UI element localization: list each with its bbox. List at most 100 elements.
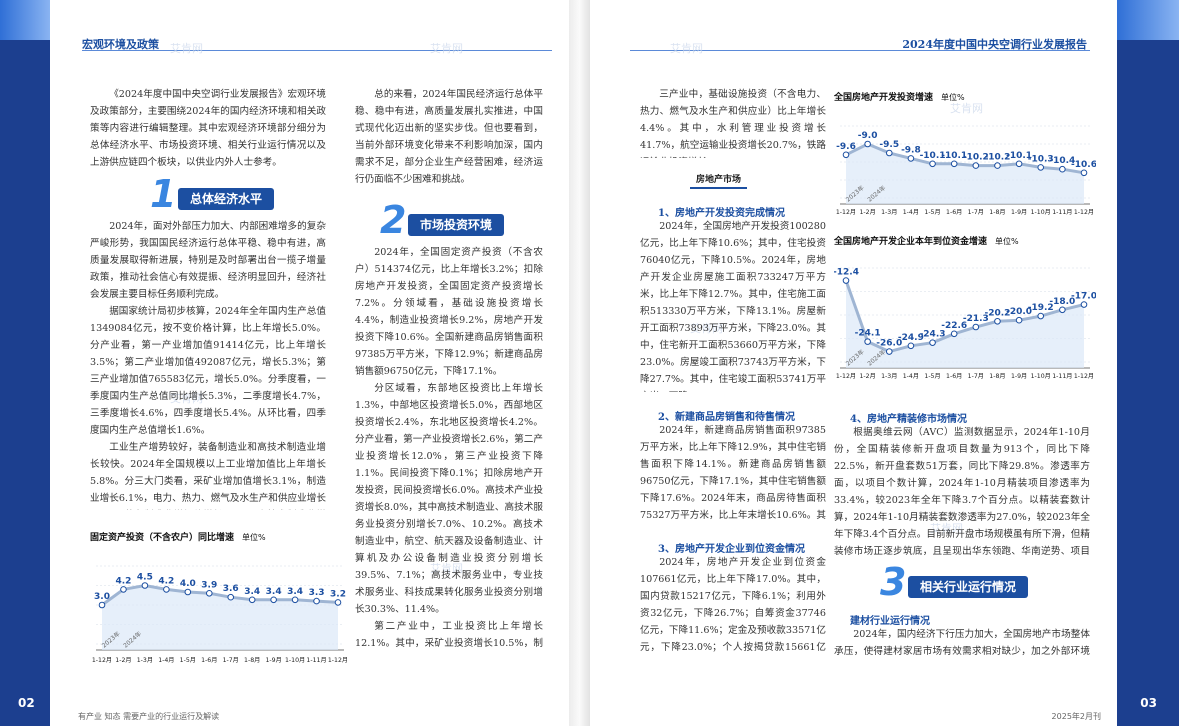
- page-number-right: 03: [1140, 696, 1157, 710]
- data-point: [270, 596, 277, 604]
- page-number-left: 02: [18, 696, 35, 710]
- data-label: -24.9: [898, 333, 924, 343]
- data-label: 3.9: [201, 580, 217, 590]
- watermark: 艾肯网: [430, 42, 463, 55]
- series-line: [844, 280, 1085, 354]
- data-label: 3.4: [287, 587, 303, 597]
- data-point: [885, 348, 893, 355]
- x-tick-label: 1-11月: [306, 657, 326, 664]
- x-tick-label: 1-5月: [924, 209, 940, 216]
- data-point: [120, 586, 127, 593]
- data-point: [972, 323, 980, 331]
- x-tick-label: 1-3月: [881, 373, 897, 380]
- x-tick-label: 1-12月: [836, 373, 856, 380]
- data-label: -17.0: [1071, 292, 1096, 302]
- data-label: -24.1: [855, 329, 881, 339]
- left-corner-decoration: [0, 0, 50, 40]
- section-1-heading: 1 总体经济水平: [150, 172, 320, 216]
- x-tick-label: 1-9月: [265, 657, 281, 664]
- data-point: [1037, 312, 1045, 320]
- right-corner-decoration: [1117, 0, 1179, 40]
- data-label: -20.2: [984, 308, 1010, 318]
- data-point: [248, 596, 256, 604]
- data-point: [842, 151, 850, 159]
- x-tick-label: 1-9月: [1011, 373, 1027, 380]
- funds-text: 2024年，房地产开发企业到位资金107661亿元，比上年下降17.0%。其中，…: [640, 557, 826, 653]
- x-tick-label: 1-7月: [223, 657, 239, 664]
- x-tick-label: 1-11月: [1052, 373, 1072, 380]
- x-tick-label: 1-2月: [859, 373, 875, 380]
- data-label: -18.0: [1049, 297, 1075, 307]
- watermark: 艾肯网: [170, 392, 203, 405]
- data-point: [98, 601, 106, 609]
- x-tick-label: 1-8月: [989, 373, 1005, 380]
- data-point: [184, 588, 192, 596]
- data-label: 3.0: [94, 592, 110, 602]
- x-tick-label: 1-9月: [1011, 209, 1027, 216]
- data-point: [227, 593, 235, 601]
- x-tick-label: 1-5月: [924, 373, 940, 380]
- data-label: 3.4: [244, 587, 260, 597]
- footer-right: 2025年2月刊: [1051, 712, 1101, 721]
- left-edge-band: [0, 0, 50, 726]
- x-tick-label: 1-3月: [137, 657, 153, 664]
- data-label: -10.3: [1028, 154, 1054, 164]
- data-label: 3.2: [330, 589, 346, 599]
- x-tick-label: 1-12月: [1074, 373, 1094, 380]
- data-label: -10.4: [1049, 156, 1075, 166]
- data-point: [907, 155, 915, 162]
- data-point: [205, 590, 213, 597]
- data-point: [291, 596, 299, 604]
- investment-text: 2024年，全国房地产开发投资100280亿元，比上年下降10.6%；其中，住宅…: [640, 221, 826, 392]
- book-spine: [569, 0, 590, 726]
- series-area: [102, 585, 338, 650]
- real-estate-investment-chart: -9.61-12月-9.01-2月-9.51-3月-9.81-4月-10.11-…: [836, 125, 1096, 216]
- column-2-text: 2024年，全国固定资产投资（不含农户）514374亿元，比上年增长3.2%；扣…: [355, 247, 543, 649]
- x-tick-label: 1-7月: [968, 209, 984, 216]
- data-point: [1080, 169, 1088, 177]
- data-point: [1059, 306, 1066, 314]
- x-tick-label: 1-12月: [1074, 209, 1094, 216]
- left-page: 宏观环境及政策 艾肯网 艾肯网 艾肯网 艾肯网 《2024年度中国中央空调行业发…: [50, 0, 569, 726]
- footer-left: 有产业 知态 需要产业的行业运行及解读: [78, 712, 220, 721]
- data-label: -9.5: [879, 140, 899, 150]
- data-label: -22.6: [941, 321, 967, 331]
- section-title: 总体经济水平: [178, 188, 275, 210]
- data-label: -26.0: [876, 339, 902, 349]
- section-2-heading: 2 市场投资环境: [380, 198, 560, 242]
- x-tick-label: 1-6月: [946, 373, 962, 380]
- series-area: [846, 144, 1084, 204]
- data-label: -9.8: [901, 145, 921, 155]
- left-page-header: 宏观环境及政策: [82, 38, 159, 51]
- x-tick-label: 1-3月: [881, 209, 897, 216]
- data-point: [950, 330, 958, 338]
- data-label: 3.4: [266, 587, 282, 597]
- right-page-header: 2024年度中国中央空调行业发展报告: [902, 38, 1087, 51]
- header-rule: [82, 50, 552, 51]
- x-tick-label: 1-6月: [946, 209, 962, 216]
- fai-growth-chart: 3.01-12月4.21-2月4.51-3月4.21-4月4.01-5月3.91…: [92, 565, 348, 664]
- series-area: [846, 280, 1084, 368]
- x-tick-label: 1-11月: [1052, 209, 1072, 216]
- data-point: [1015, 316, 1023, 324]
- data-point: [864, 140, 871, 148]
- subheading-investment: 1、房地产开发投资完成情况: [658, 208, 785, 219]
- x-tick-label: 1-5月: [180, 657, 196, 664]
- x-tick-label: 1-4月: [903, 373, 919, 380]
- fund-chart-title: 全国房地产开发企业本年到位资金增速单位%: [834, 237, 1019, 247]
- series-line: [101, 583, 339, 607]
- data-label: -9.6: [836, 142, 856, 152]
- data-point: [842, 277, 850, 284]
- x-tick-label: 1-6月: [201, 657, 217, 664]
- x-tick-label: 1-12月: [92, 657, 112, 664]
- data-point: [950, 160, 958, 168]
- subheading-building-materials: 建材行业运行情况: [850, 616, 930, 627]
- x-tick-label: 1-8月: [989, 209, 1005, 216]
- x-tick-label: 1-4月: [158, 657, 174, 664]
- header-rule: [630, 50, 1090, 51]
- x-tick-label: 1-10月: [1031, 373, 1051, 380]
- data-point: [929, 339, 936, 346]
- data-label: 3.6: [223, 584, 239, 594]
- data-point: [1059, 165, 1066, 173]
- watermark: 艾肯网: [690, 322, 723, 335]
